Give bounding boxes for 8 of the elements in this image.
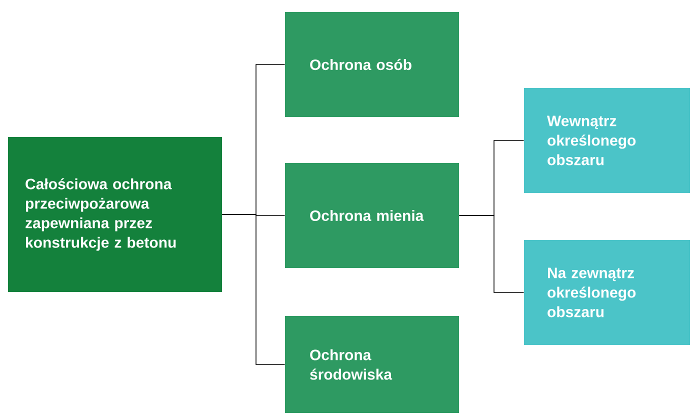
root-box: Całościowa ochrona przeciwpożarowa zapewniana przez konstrukcje z betonu	[8, 137, 222, 292]
connector-line	[222, 214, 286, 365]
subcategory-box: Na zewnątrz określonego obszaru	[524, 240, 690, 345]
connector-line	[458, 215, 524, 293]
category-box: Ochrona środowiska	[285, 316, 459, 413]
category-box: Ochrona osób	[285, 12, 459, 117]
category-box: Ochrona mienia	[285, 163, 459, 268]
subcategory-box: Wewnątrz określonego obszaru	[524, 88, 690, 193]
